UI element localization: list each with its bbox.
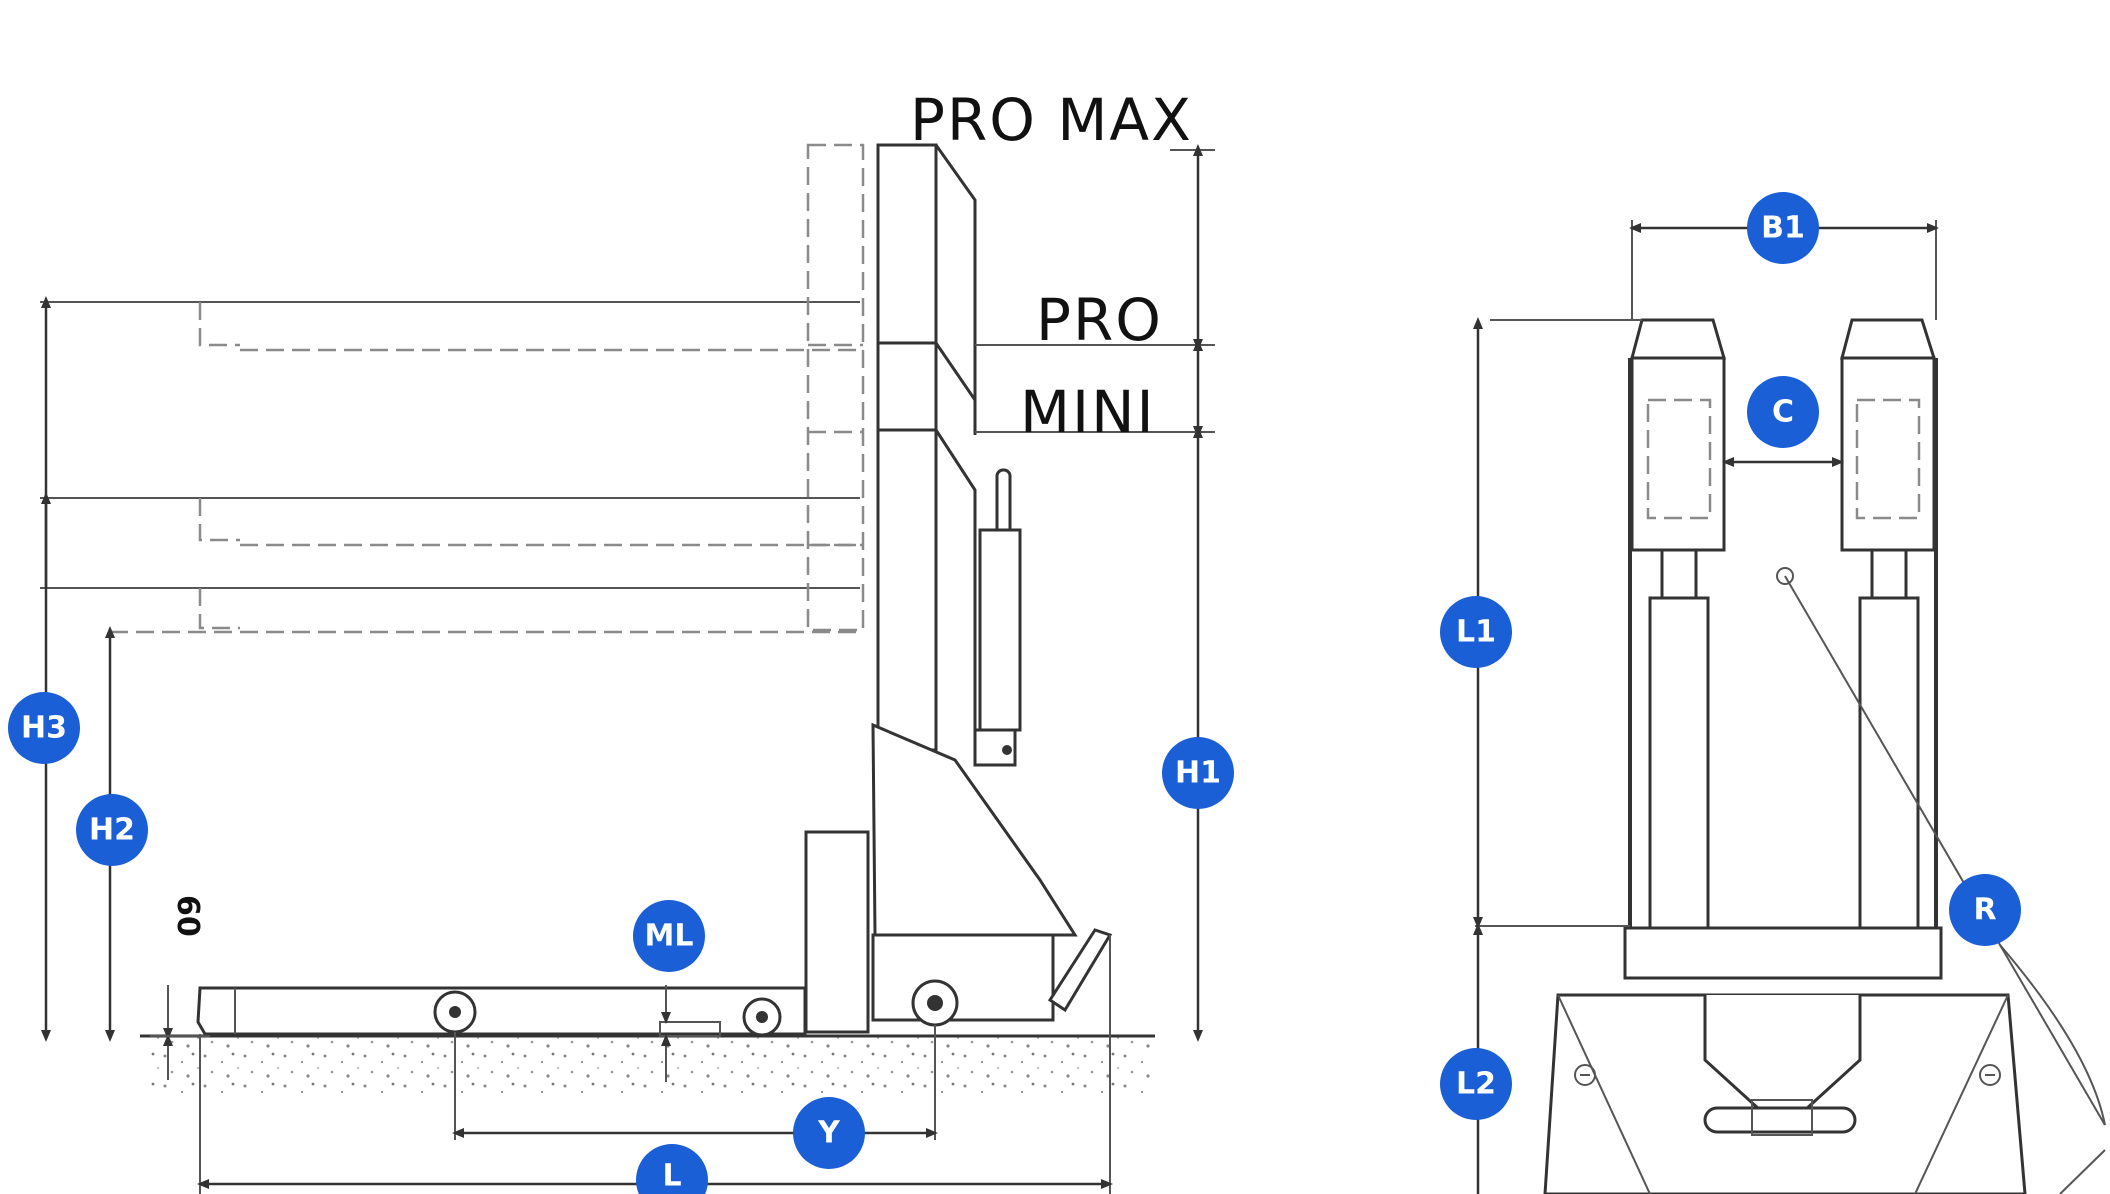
dim-h1 <box>975 144 1215 1042</box>
badge-r: R <box>1949 874 2021 946</box>
svg-text:ML: ML <box>645 919 694 954</box>
badge-l: L <box>636 1144 708 1194</box>
badge-ml: ML <box>633 900 705 972</box>
label-pro-max: PRO MAX <box>910 86 1193 154</box>
badge-l2: L2 <box>1440 1048 1512 1120</box>
svg-text:H3: H3 <box>21 711 67 746</box>
front-fork-right <box>1840 318 1938 930</box>
svg-text:C: C <box>1772 395 1794 430</box>
side-view: 60 PRO MAX PRO MINI <box>40 86 1215 1194</box>
front-fork-left <box>1628 318 1726 930</box>
badge-h1: H1 <box>1162 737 1234 809</box>
svg-text:L: L <box>662 1159 681 1194</box>
badge-h3: H3 <box>8 692 80 764</box>
label-pro: PRO <box>1036 286 1163 354</box>
fork <box>196 986 807 1037</box>
chassis <box>804 722 1113 1034</box>
badge-y: Y <box>793 1097 865 1169</box>
front-view <box>1473 220 2106 1194</box>
badge-b1: B1 <box>1747 192 1819 264</box>
svg-text:Y: Y <box>817 1116 841 1151</box>
label-mini: MINI <box>1020 378 1156 446</box>
front-crossbar <box>1623 926 1943 980</box>
badge-c: C <box>1747 376 1819 448</box>
front-base <box>1543 993 2027 1194</box>
ground-gravel <box>150 1036 1150 1096</box>
tiller-handle <box>973 468 1022 767</box>
mast <box>876 143 977 760</box>
turning-radius <box>1776 567 2106 1194</box>
svg-text:H1: H1 <box>1175 756 1221 791</box>
badge-h2: H2 <box>76 794 148 866</box>
badge-l1: L1 <box>1440 596 1512 668</box>
dim-h3-h2 <box>41 296 115 1042</box>
svg-text:L1: L1 <box>1456 615 1496 650</box>
svg-text:H2: H2 <box>89 813 135 848</box>
raised-fork-positions <box>40 143 865 646</box>
svg-text:R: R <box>1973 893 1996 928</box>
dim-60-label: 60 <box>170 895 205 937</box>
svg-text:L2: L2 <box>1456 1067 1496 1102</box>
svg-text:B1: B1 <box>1761 211 1805 246</box>
